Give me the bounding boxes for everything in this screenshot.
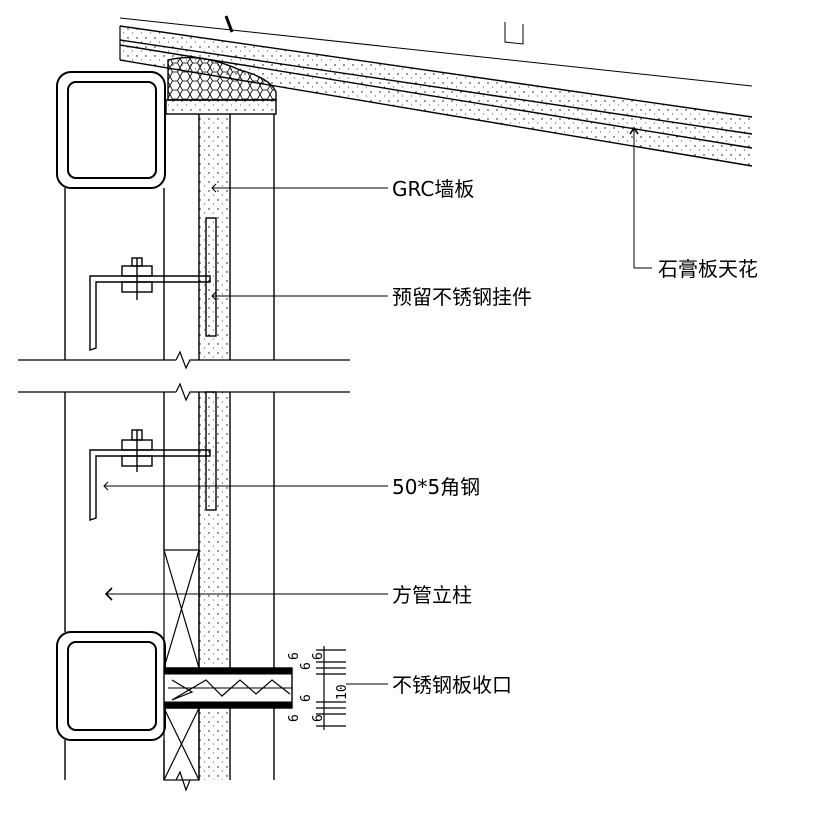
square-tube-top <box>56 71 166 189</box>
dim-7: 6 <box>287 714 302 722</box>
dim-2: 6 <box>299 662 314 670</box>
dim-1: 6 <box>311 652 326 660</box>
angle-steel-upper <box>89 217 217 351</box>
break-lines <box>18 350 350 792</box>
angle-steel-lower <box>89 391 217 521</box>
label-grc-panel: GRC墙板 <box>392 177 474 201</box>
dimension-line <box>316 646 346 730</box>
label-stainless-edge: 不锈钢板收口 <box>392 673 512 697</box>
square-tube-bottom <box>56 631 166 741</box>
callouts: GRC墙板 石膏板天花 预留不锈钢挂件 50*5角钢 方管立柱 不锈钢板收口 <box>392 177 758 697</box>
sealant-backing-rod <box>165 56 277 115</box>
timber-blocking <box>163 549 200 781</box>
leader-lines <box>103 126 652 685</box>
dim-4: 10 <box>335 684 350 700</box>
dim-3: 6 <box>287 652 302 660</box>
dim-6: 6 <box>311 714 326 722</box>
label-reserved-fixing: 预留不锈钢挂件 <box>392 285 532 309</box>
grc-panel-fill <box>199 114 230 780</box>
label-square-tube-column: 方管立柱 <box>392 583 472 607</box>
label-gypsum-ceiling: 石膏板天花 <box>658 257 758 281</box>
stainless-edge-closure <box>163 667 293 709</box>
dim-5: 6 <box>299 694 314 702</box>
dimension-texts: 6 6 6 10 6 6 6 <box>287 652 350 722</box>
label-angle-steel: 50*5角钢 <box>392 475 480 499</box>
